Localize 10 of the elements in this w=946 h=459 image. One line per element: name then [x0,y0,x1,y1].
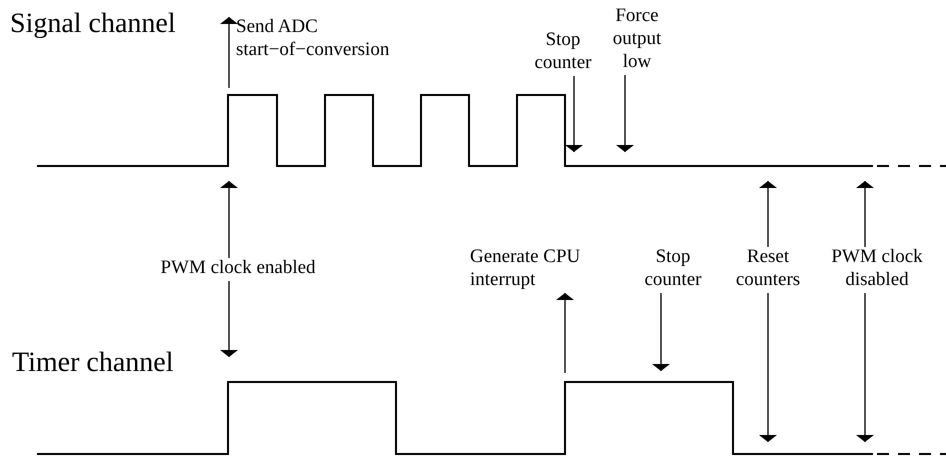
annotation-text: Force output low [602,4,672,73]
annotation-text: Send ADC start−of−conversion [236,15,466,61]
annotation-text: Generate CPU interrupt [470,245,620,291]
annotation-text: PWM clock enabled [143,256,333,279]
channel-label: Signal channel [10,8,176,40]
annotation-text: PWM clock disabled [822,245,932,291]
annotation-text: Stop counter [523,28,603,74]
annotation-text: Reset counters [726,245,810,291]
annotation-text: Stop counter [633,245,713,291]
channel-label: Timer channel [12,347,174,379]
